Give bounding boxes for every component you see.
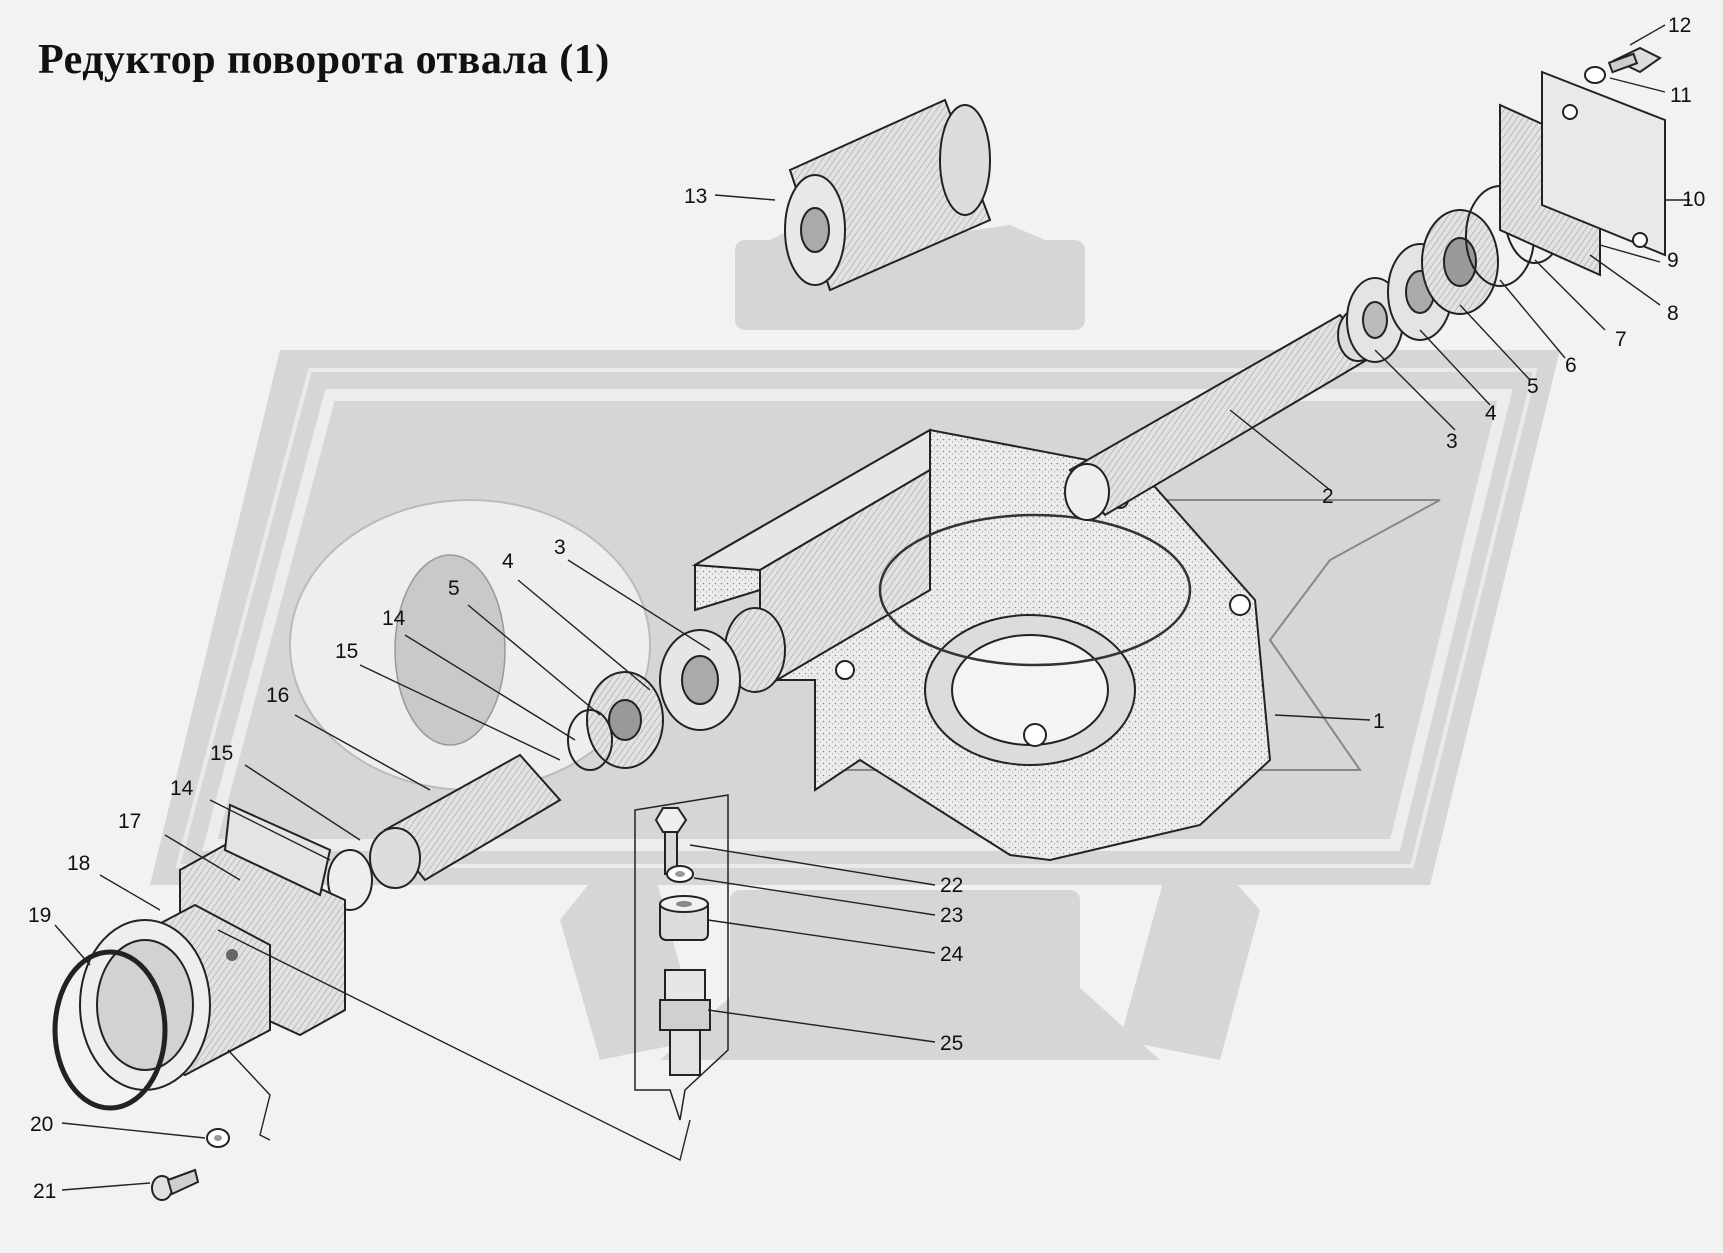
gear-housing [691, 428, 1272, 862]
callout-13: 13 [684, 185, 707, 208]
callout-labels: 1 2 3 4 5 6 7 8 9 10 11 12 13 3 4 5 14 1… [28, 14, 1705, 1203]
callout-14-upper: 14 [382, 607, 406, 630]
callout-21: 21 [33, 1180, 56, 1203]
callout-3: 3 [1446, 430, 1458, 453]
callout-15-upper: 15 [335, 640, 358, 663]
callout-16: 16 [266, 684, 289, 707]
callout-17: 17 [118, 810, 141, 833]
fastener-group-22-25 [634, 794, 729, 1121]
callout-5-left: 5 [448, 577, 460, 600]
right-bearing-stack [1346, 46, 1666, 363]
callout-22: 22 [940, 874, 963, 897]
cover-assembly [52, 803, 346, 1111]
callout-15-lower: 15 [210, 742, 233, 765]
callout-6: 6 [1565, 354, 1577, 377]
callout-8: 8 [1667, 302, 1679, 325]
callout-24: 24 [940, 943, 964, 966]
callout-1: 1 [1373, 710, 1385, 733]
callout-23: 23 [940, 904, 963, 927]
worm-gear [784, 98, 992, 292]
callout-12: 12 [1668, 14, 1691, 37]
callout-5: 5 [1527, 375, 1539, 398]
callout-11: 11 [1670, 84, 1692, 107]
callout-leaders [54, 24, 1690, 1191]
callout-9: 9 [1667, 249, 1679, 272]
page-title: Редуктор поворота отвала (1) [38, 37, 610, 83]
callout-7: 7 [1615, 328, 1627, 351]
leader-bracket-20 [227, 1049, 271, 1141]
callout-4: 4 [1485, 402, 1497, 425]
callout-25: 25 [940, 1032, 963, 1055]
left-bearing-stack [327, 607, 786, 911]
callout-18: 18 [67, 852, 90, 875]
callout-19: 19 [28, 904, 51, 927]
leader-bracket [217, 929, 691, 1162]
callout-14-lower: 14 [170, 777, 194, 800]
callout-20: 20 [30, 1113, 53, 1136]
callout-3-left: 3 [554, 536, 566, 559]
washer-screw-20-21 [151, 1128, 230, 1201]
callout-4-left: 4 [502, 550, 514, 573]
callout-10: 10 [1682, 188, 1705, 211]
callout-2: 2 [1322, 485, 1334, 508]
